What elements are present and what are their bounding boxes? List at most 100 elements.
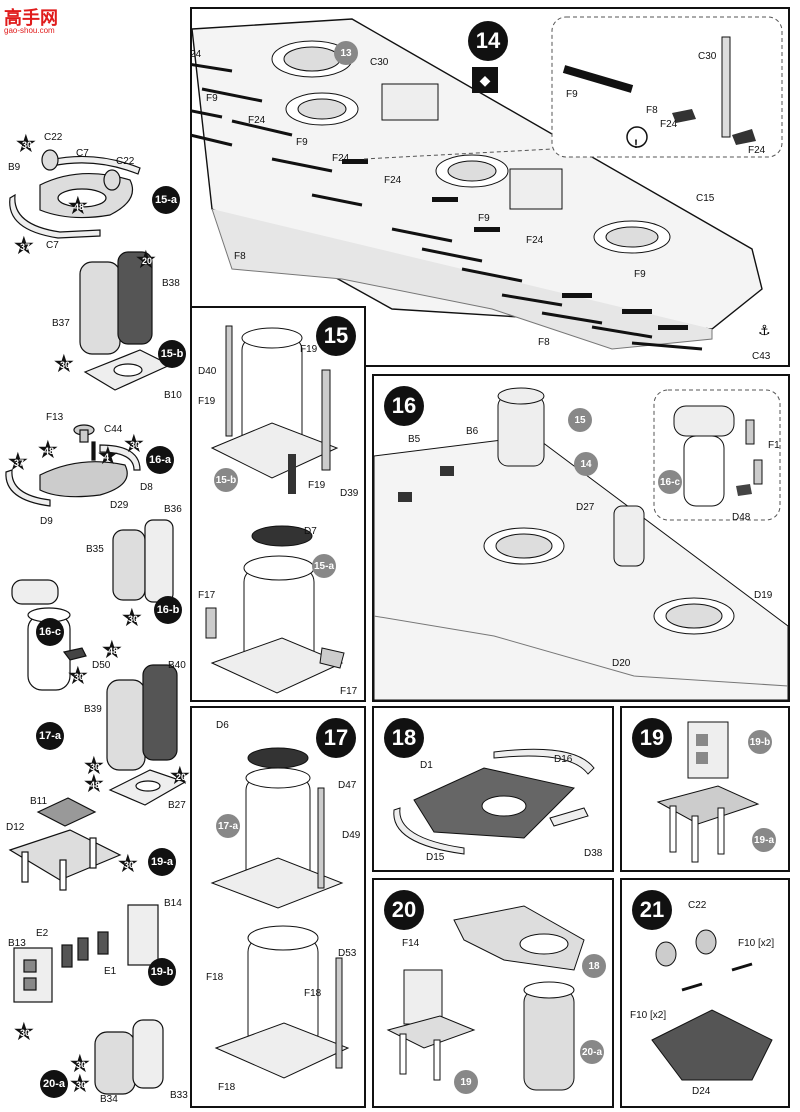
part-c22: C22 <box>44 132 63 143</box>
step-14-panel: ⚓ 14 ◆ 13 C30 F24 F8 F9 F24 F9 F24 F24 F… <box>190 7 790 367</box>
part-c30: C30 <box>370 57 389 68</box>
sub-20-a: 20-a <box>40 1070 68 1098</box>
sub-19-b: 19-b <box>148 958 176 986</box>
part-b33: B33 <box>170 1090 188 1101</box>
part-f19: F19 <box>300 344 318 355</box>
part-d9: D9 <box>40 516 53 527</box>
paint-star: ★30 <box>16 131 36 156</box>
part-c22: C22 <box>688 900 707 911</box>
flip-view-icon: ◆ <box>472 67 498 93</box>
part-e1: E1 <box>104 966 117 977</box>
part-d24: D24 <box>692 1086 711 1097</box>
part-f24: F24 <box>248 115 266 126</box>
part-f13: F13 <box>46 412 64 423</box>
paint-star: ★48 <box>102 637 122 662</box>
part-f24: F24 <box>332 153 350 164</box>
ref-15-b: 15-b <box>214 468 238 492</box>
inset-part-f8: F8 <box>646 105 658 116</box>
step-21-drawing <box>651 929 773 1081</box>
part-e2: E2 <box>36 928 49 939</box>
part-b37: B37 <box>52 318 70 329</box>
step-16-number: 16 <box>384 386 424 426</box>
part-f9: F9 <box>206 93 218 104</box>
sub-19-a: 19-a <box>148 848 176 876</box>
step-19-panel: 19 19-b 19-a <box>620 706 790 872</box>
paint-star: ★37 <box>8 449 28 474</box>
paint-star: ★37 <box>14 233 34 258</box>
step-20-drawing <box>386 905 585 1091</box>
step-15-panel: 15 D40 F19 F19 F19 D39 D7 F17 F17 15-b 1… <box>190 306 366 702</box>
ref-14: 14 <box>574 452 598 476</box>
part-b27: B27 <box>168 800 186 811</box>
inset-part-f24: F24 <box>748 145 766 156</box>
part-f18: F18 <box>218 1082 236 1093</box>
part-c7: C7 <box>46 240 59 251</box>
sub-15-a: 15-a <box>152 186 180 214</box>
part-b11: B11 <box>30 796 48 807</box>
part-f17: F17 <box>340 686 358 697</box>
watermark-logo: 高手网 <box>4 8 58 28</box>
part-f14: F14 <box>402 938 420 949</box>
step-20-number: 20 <box>384 890 424 930</box>
part-d29: D29 <box>110 500 129 511</box>
part-c43: C43 <box>752 351 771 362</box>
part-d20: D20 <box>612 658 631 669</box>
step-16-drawing <box>374 387 788 700</box>
paint-star: ★30 <box>54 351 74 376</box>
part-b36: B36 <box>164 504 182 515</box>
hull-drawing: ⚓ <box>192 16 783 351</box>
part-d40: D40 <box>198 366 217 377</box>
part-d39: D39 <box>340 488 359 499</box>
paint-star: ★30 <box>84 753 104 778</box>
part-f18: F18 <box>206 972 224 983</box>
part-b9: B9 <box>8 162 21 173</box>
inset-part-c30: C30 <box>698 51 717 62</box>
part-b6: B6 <box>466 426 479 437</box>
part-f8: F8 <box>538 337 550 348</box>
part-d16: D16 <box>554 754 573 765</box>
part-b13: B13 <box>8 938 26 949</box>
part-b10: B10 <box>164 390 182 401</box>
ref-15-a: 15-a <box>312 554 336 578</box>
part-b40: B40 <box>168 660 186 671</box>
inset-part-f9: F9 <box>566 89 578 100</box>
part-f9: F9 <box>634 269 646 280</box>
step-18-number: 18 <box>384 718 424 758</box>
step-20-panel: 20 F14 18 19 20-a <box>372 878 614 1108</box>
svg-text:⚓: ⚓ <box>758 323 771 339</box>
warning-icon: ! <box>634 137 638 151</box>
part-d48: D48 <box>732 512 751 523</box>
part-c7: C7 <box>76 148 89 159</box>
step-21-panel: 21 C22 F10 [x2] F10 [x2] D24 <box>620 878 790 1108</box>
part-d1: D1 <box>420 760 433 771</box>
ref-15: 15 <box>568 408 592 432</box>
part-d6: D6 <box>216 720 229 731</box>
part-d7: D7 <box>304 526 317 537</box>
ref-20-a: 20-a <box>580 1040 604 1064</box>
part-d38: D38 <box>584 848 603 859</box>
part-c44: C44 <box>104 424 123 435</box>
sub-16-a: 16-a <box>146 446 174 474</box>
paint-star: ★4 <box>98 443 118 468</box>
part-d27: D27 <box>576 502 595 513</box>
sub-16-b: 16-b <box>154 596 182 624</box>
part-f19: F19 <box>198 396 216 407</box>
paint-star: ★20 <box>170 763 190 788</box>
ref-19-b: 19-b <box>748 730 772 754</box>
step-18-panel: 18 D1 D16 D15 D38 <box>372 706 614 872</box>
ref-17-a: 17-a <box>216 814 240 838</box>
part-f24: F24 <box>526 235 544 246</box>
part-b35: B35 <box>86 544 104 555</box>
part-f10: F10 [x2] <box>630 1010 667 1021</box>
part-b39: B39 <box>84 704 102 715</box>
inset-part-f24: F24 <box>660 119 678 130</box>
paint-star: ★30 <box>70 1071 90 1096</box>
step-19-number: 19 <box>632 718 672 758</box>
sub-15-b: 15-b <box>158 340 186 368</box>
part-f10: F10 [x2] <box>738 938 775 949</box>
part-b14: B14 <box>164 898 182 909</box>
part-c22: C22 <box>116 156 135 167</box>
step-16-panel: 16 15 14 B5 B6 D27 D19 D20 F1 D48 16-c <box>372 374 790 702</box>
paint-star: ★30 <box>124 431 144 456</box>
part-f8: F8 <box>234 251 246 262</box>
